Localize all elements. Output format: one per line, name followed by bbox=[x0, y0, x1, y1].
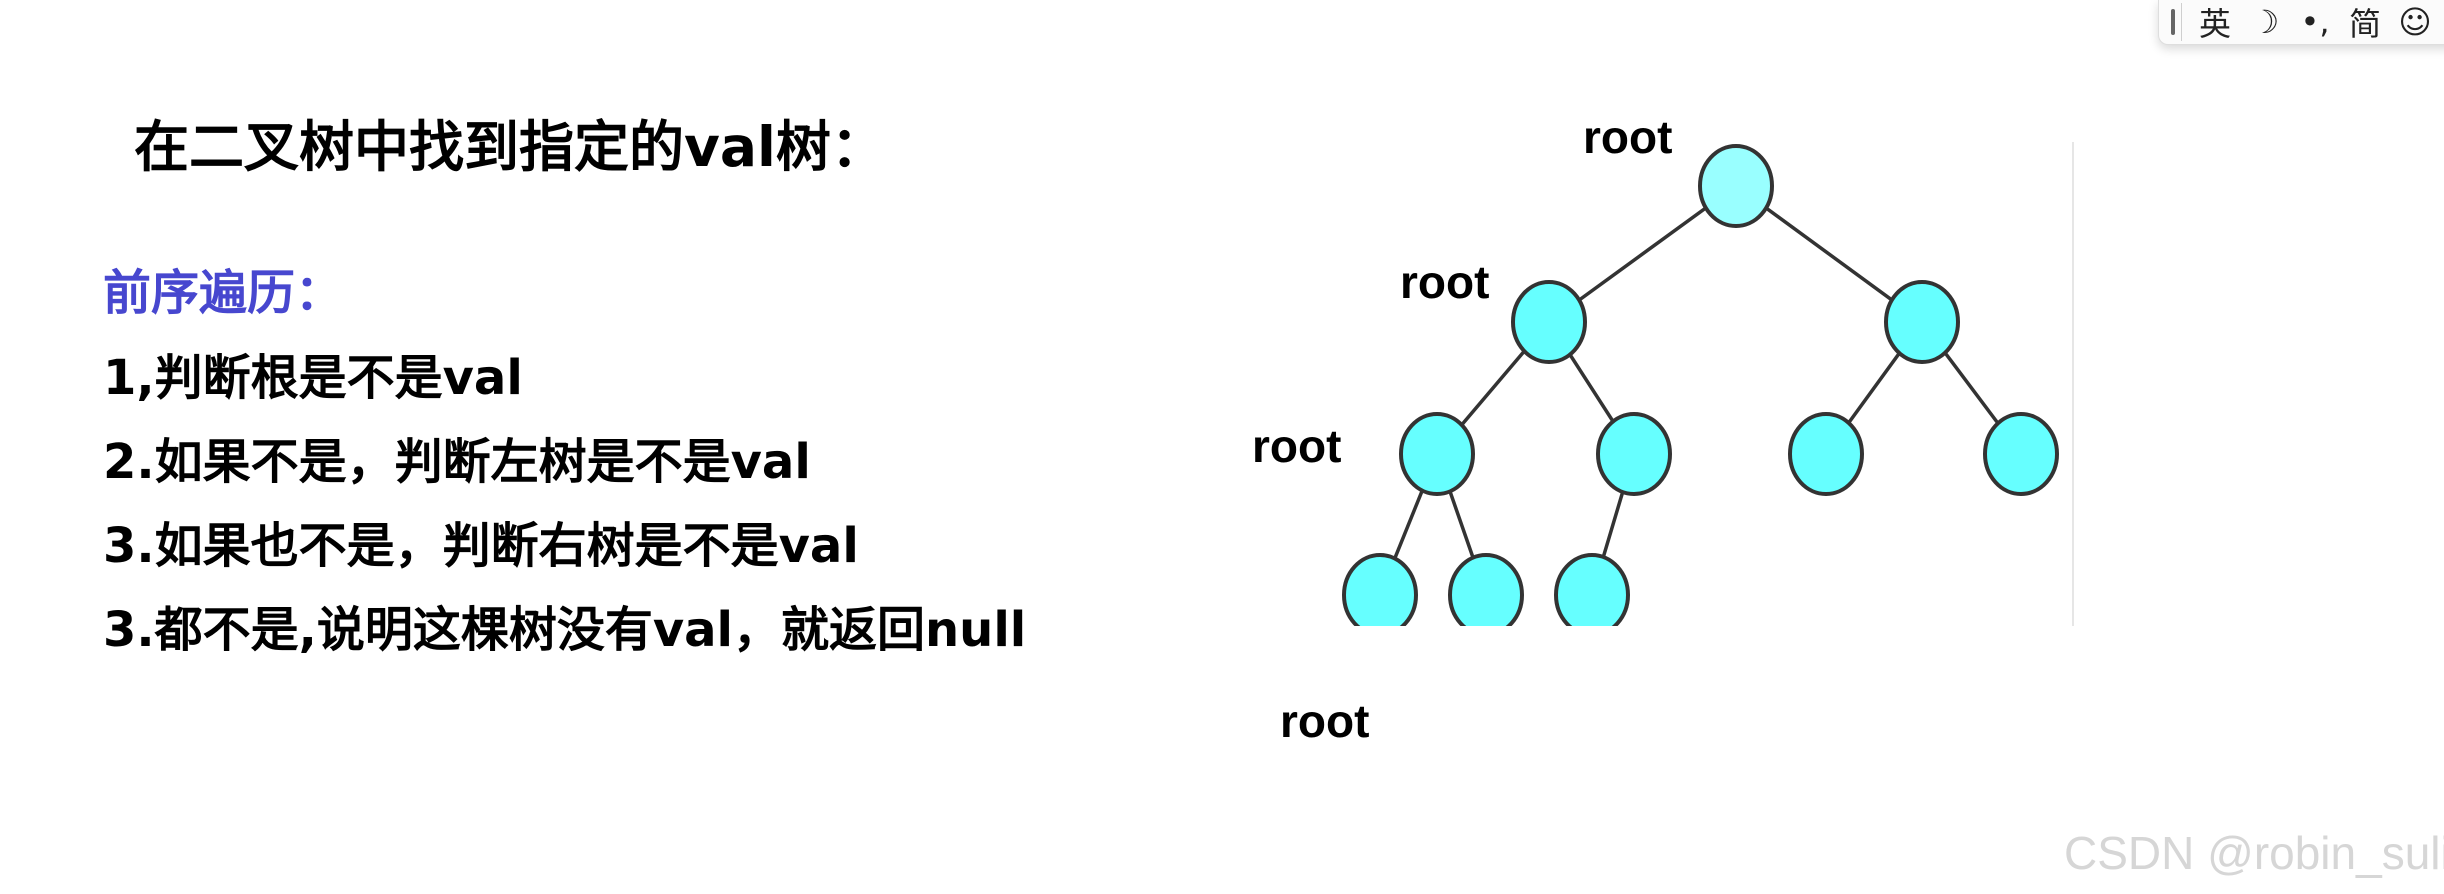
smiley-icon[interactable]: ☺ bbox=[2398, 3, 2432, 41]
watermark: CSDN @robin_suli bbox=[2064, 827, 2444, 879]
step-3: 3.如果也不是，判断右树是不是val bbox=[103, 518, 859, 574]
tree-node bbox=[1342, 553, 1418, 637]
tree-node bbox=[1448, 553, 1524, 637]
tree-nodes bbox=[1342, 144, 2059, 637]
ime-language-toggle[interactable]: 英 bbox=[2198, 5, 2231, 43]
simplified-toggle[interactable]: 简 bbox=[2348, 5, 2381, 43]
subtitle-preorder: 前序遍历： bbox=[103, 265, 344, 321]
divider bbox=[2181, 3, 2182, 41]
root-label-level-0: root bbox=[1583, 111, 1672, 163]
tree-node bbox=[1399, 412, 1475, 496]
tree-node bbox=[1554, 553, 1630, 637]
root-label-level-1: root bbox=[1400, 256, 1489, 308]
step-4: 3.都不是,说明这棵树没有val，就返回null bbox=[103, 602, 1027, 658]
ime-toolbar[interactable]: 英 ☽ •, 简 ☺ bbox=[2158, 0, 2444, 45]
root-label-level-2: root bbox=[1252, 420, 1341, 472]
tree-node bbox=[1983, 412, 2059, 496]
tree-node bbox=[1788, 412, 1864, 496]
step-2: 2.如果不是，判断左树是不是val bbox=[103, 434, 811, 490]
tree-edges bbox=[1378, 184, 2023, 596]
punctuation-toggle[interactable]: •, bbox=[2300, 3, 2330, 41]
tree-node bbox=[1511, 280, 1587, 364]
tree-node bbox=[1884, 280, 1960, 364]
drag-handle-icon[interactable] bbox=[2171, 9, 2175, 35]
step-1: 1,判断根是不是val bbox=[103, 350, 523, 406]
tree-node bbox=[1596, 412, 1672, 496]
moon-icon[interactable]: ☽ bbox=[2250, 3, 2280, 41]
tree-node-root bbox=[1698, 144, 1774, 228]
page-title: 在二叉树中找到指定的val树： bbox=[134, 115, 886, 179]
image-crop-mask bbox=[1320, 626, 2080, 686]
root-label-bottom: root bbox=[1280, 695, 1369, 747]
